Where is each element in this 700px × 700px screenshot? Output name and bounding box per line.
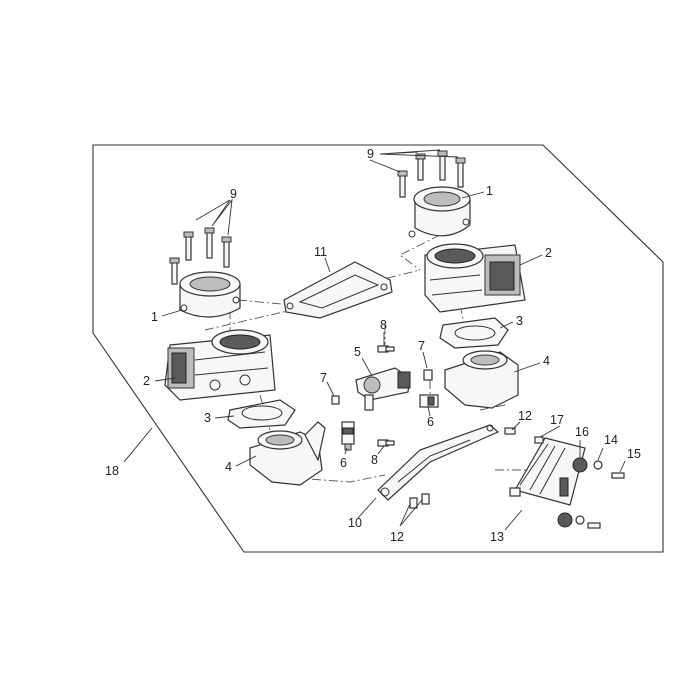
screw-15	[587, 472, 625, 529]
intake-adapter-left	[179, 271, 241, 318]
callout-1-right: 1	[486, 184, 493, 198]
callout-7-left: 7	[320, 371, 327, 385]
callout-12-bottom: 12	[390, 530, 404, 544]
callout-labels: 1 1 2 2 3 3 4 4 5 6 6 7 7 8 8 9 9 10 11 …	[105, 147, 641, 544]
callout-9-right: 9	[367, 147, 374, 161]
callout-16: 16	[575, 425, 589, 439]
screws-12-bottom	[409, 493, 430, 509]
bolts-right-group	[397, 150, 466, 198]
callout-17: 17	[550, 413, 564, 427]
callout-15: 15	[627, 447, 641, 461]
callout-8-bottom: 8	[371, 453, 378, 467]
control-module	[509, 437, 586, 506]
clip-right	[423, 369, 433, 381]
callout-8-top: 8	[380, 318, 387, 332]
intake-manifold-right	[444, 350, 519, 409]
callout-12-top: 12	[518, 409, 532, 423]
callout-18: 18	[105, 464, 119, 478]
injector-left	[341, 421, 355, 451]
callout-1-left: 1	[151, 310, 158, 324]
clip-left	[331, 395, 340, 405]
throttle-body-left	[164, 329, 276, 401]
callout-11: 11	[314, 245, 327, 259]
callout-4-left: 4	[225, 460, 232, 474]
intake-manifold-left	[249, 421, 326, 486]
callout-3-left: 3	[204, 411, 211, 425]
throttle-body-right	[424, 243, 526, 313]
callout-6-right: 6	[427, 415, 434, 429]
callout-10: 10	[348, 516, 362, 530]
gasket-left	[227, 399, 296, 429]
washer-14	[575, 460, 603, 525]
callout-6-left: 6	[340, 456, 347, 470]
callout-5: 5	[354, 345, 361, 359]
screw-bottom	[377, 439, 395, 447]
callout-3-right: 3	[516, 314, 523, 328]
gasket-right	[439, 317, 509, 349]
injector-right	[419, 394, 439, 408]
callout-9-left: 9	[230, 187, 237, 201]
mounting-plate	[283, 261, 393, 319]
screws-12-top	[504, 427, 516, 435]
callout-4-right: 4	[543, 354, 550, 368]
callout-2-left: 2	[143, 374, 150, 388]
assembly-frame	[92, 144, 664, 553]
callout-13: 13	[490, 530, 504, 544]
callout-7-right: 7	[418, 339, 425, 353]
bolts-left-group	[169, 227, 232, 285]
washer-16	[557, 457, 588, 528]
intake-adapter-right	[408, 186, 471, 238]
callout-2-right: 2	[545, 246, 552, 260]
leader-lines	[123, 149, 626, 531]
screw-17	[534, 436, 544, 444]
callout-14: 14	[604, 433, 618, 447]
screw-top	[377, 345, 395, 353]
fuel-rail	[355, 367, 411, 411]
support-bracket	[377, 424, 500, 501]
